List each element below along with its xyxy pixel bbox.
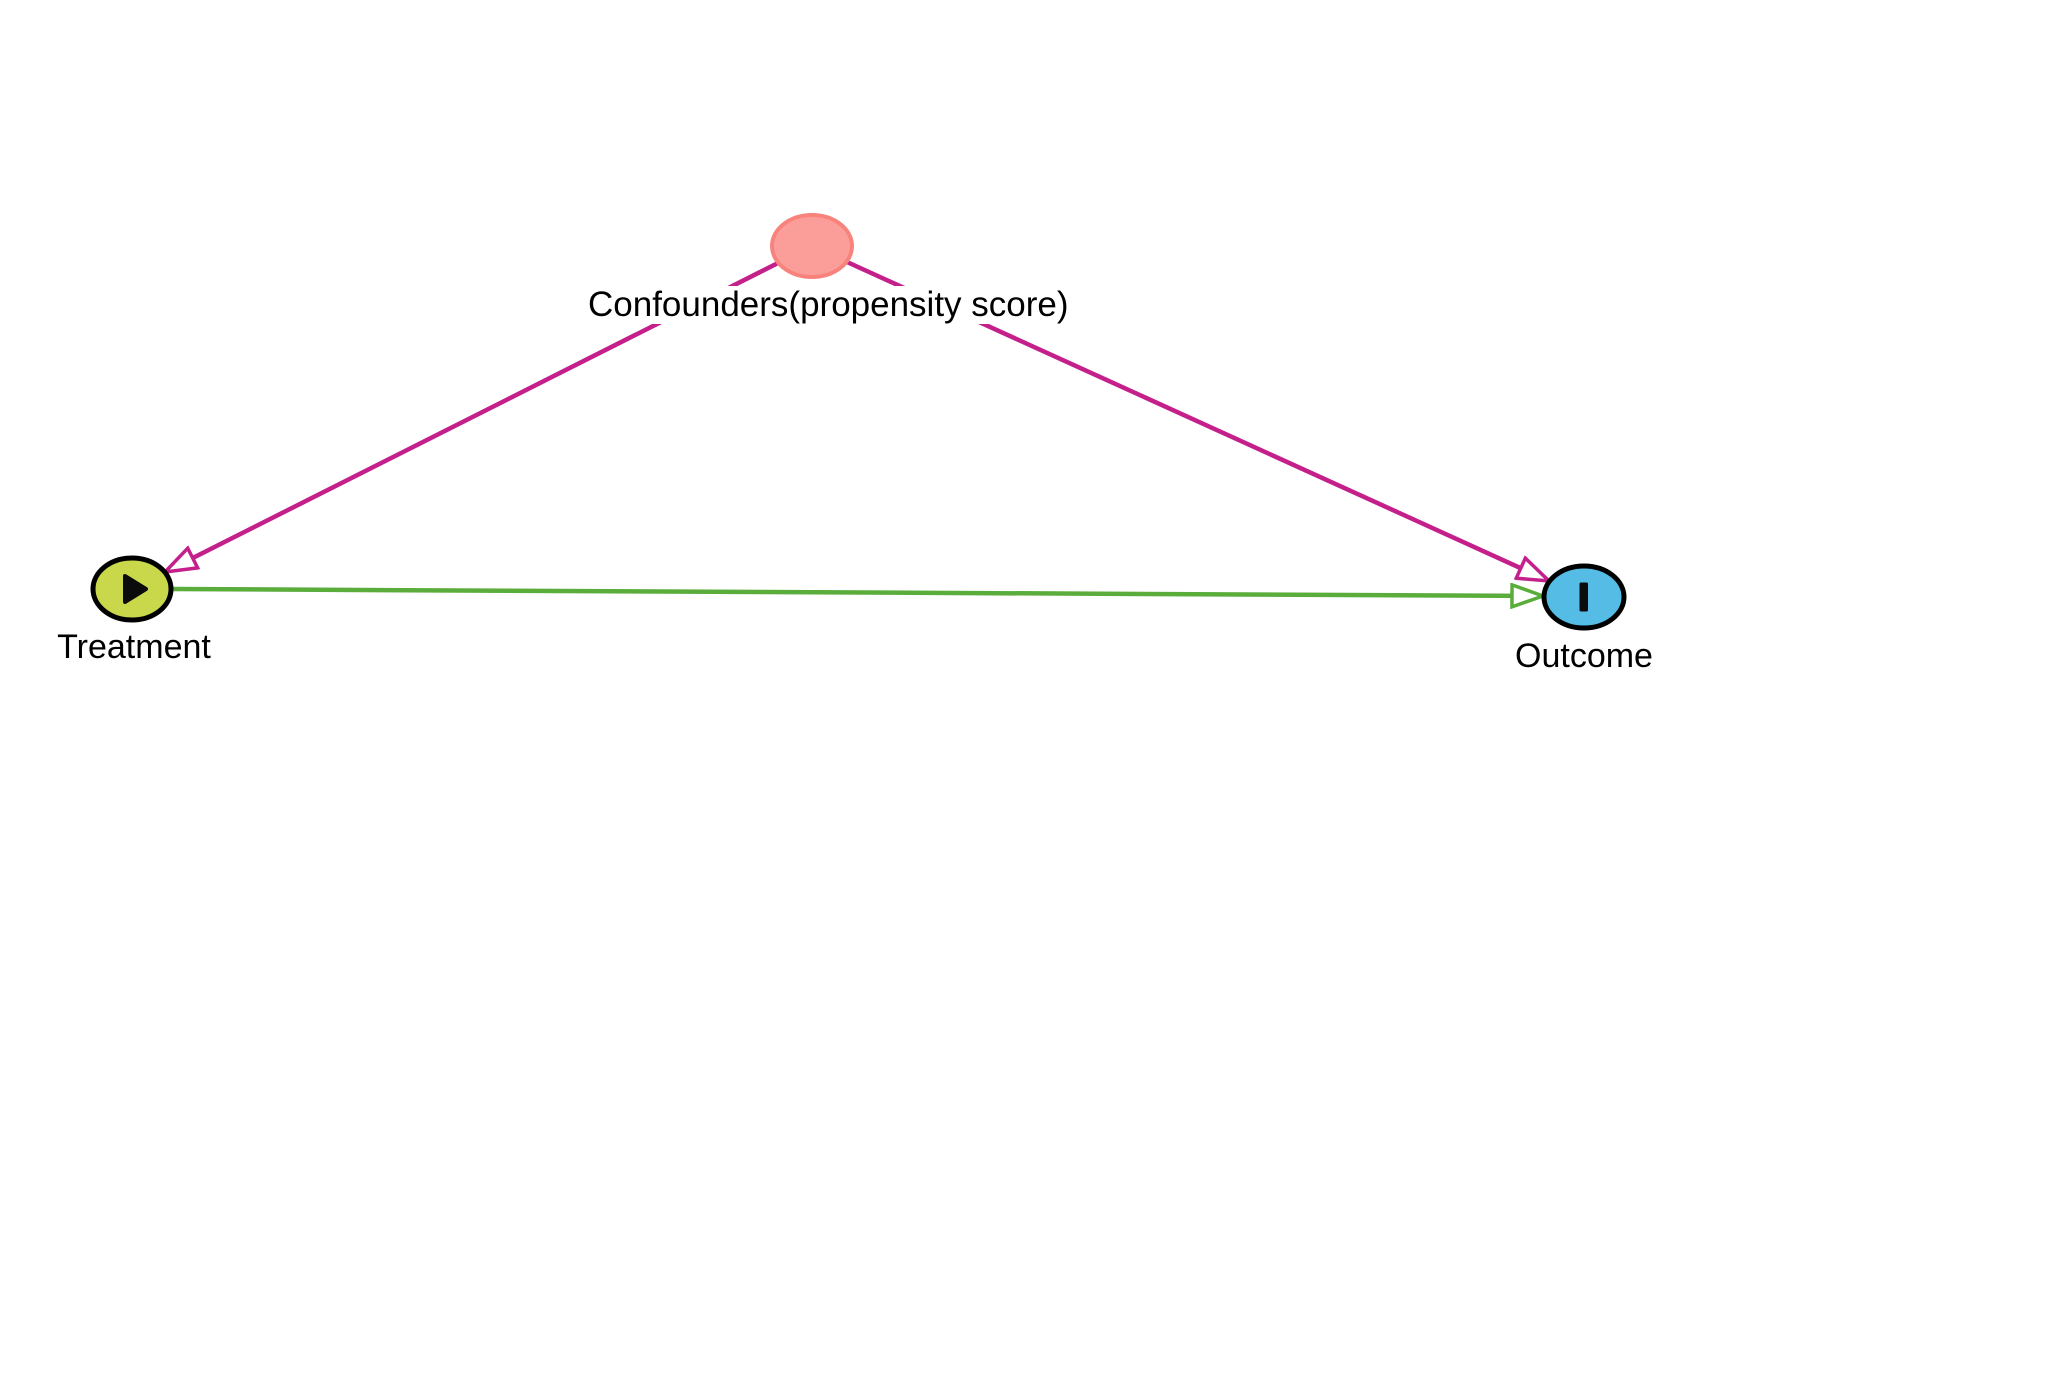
node-confounders (770, 213, 854, 279)
node-confounders-label: Confounders(propensity score) (588, 285, 1069, 324)
node-outcome-label: Outcome (1515, 637, 1653, 675)
node-treatment-label: Treatment (57, 628, 211, 666)
edge-treatment-to-outcome (170, 589, 1543, 596)
play-triangle-icon (123, 574, 148, 604)
vertical-bar-icon (1579, 582, 1588, 612)
